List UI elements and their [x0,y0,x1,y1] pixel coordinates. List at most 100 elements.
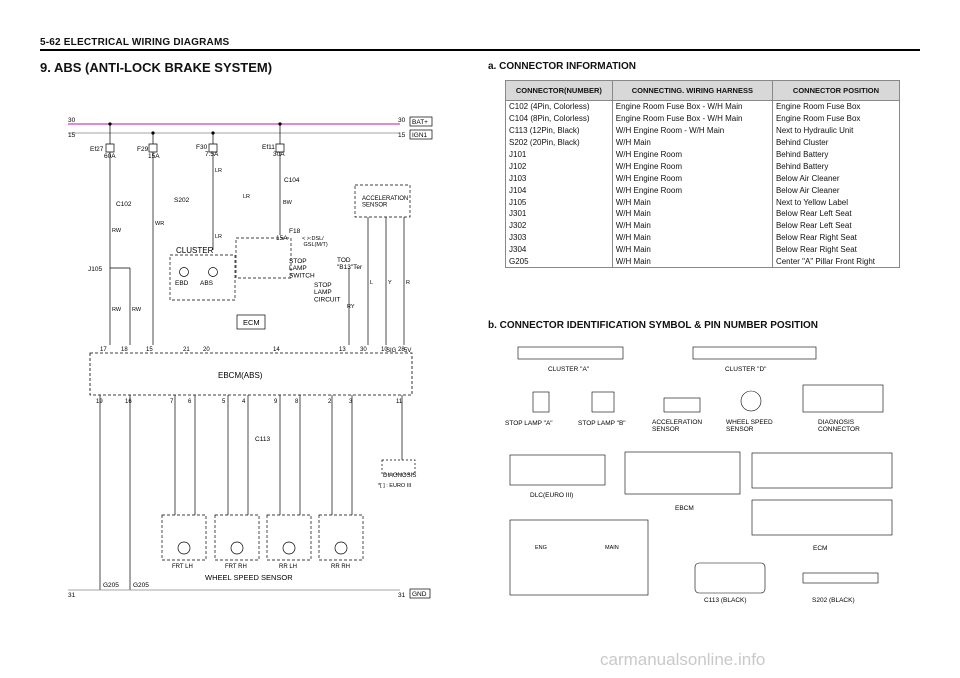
table-cell: W/H Engine Room [611,172,773,185]
svg-text:10: 10 [381,347,388,353]
table-cell: W/H Engine Room - W/H Main [611,124,773,137]
f18-label: F18 [289,228,301,235]
svg-text:30: 30 [360,347,367,353]
fuse-f29-label: F29 [137,146,149,153]
ecm-label: ECM [243,318,260,327]
table-cell: Behind Battery [771,160,901,173]
table-cell: W/H Main [611,243,773,256]
s202-conn-label: S202 (BLACK) [812,597,855,604]
wheel-speed-sensor-label: WHEEL SPEED SENSOR [205,573,293,582]
c104-label: C104 [284,177,300,184]
ebcm-box-label: EBCM(ABS) [218,371,263,380]
svg-text:LR: LR [243,194,250,200]
connector-info-title: a. CONNECTOR INFORMATION [488,61,636,72]
frt-lh-label: FRT LH [172,564,193,570]
table-cell: Behind Battery [771,148,901,161]
stop-lamp-b-conn-label: STOP LAMP "B" [578,420,626,427]
dlc-conn-label: DLC(EURO III) [530,492,573,499]
rail-15-label: 15 [68,132,76,139]
svg-text:RW: RW [132,307,142,313]
bat-label: BAT+ [412,119,428,126]
page-header: 5-62 ELECTRICAL WIRING DIAGRAMS [40,37,230,48]
svg-text:28: 28 [398,347,405,353]
svg-text:LR: LR [215,234,222,240]
svg-text:RY: RY [347,304,355,310]
table-row: C113 (12Pin, Black)W/H Engine Room - W/H… [505,124,901,137]
table-cell: Behind Cluster [771,136,901,149]
cluster-a-conn-label: CLUSTER "A" [548,366,590,373]
table-cell: Engine Room Fuse Box - W/H Main [611,100,773,113]
header-rule [40,49,920,51]
svg-text:BW: BW [283,200,293,206]
table-cell: Below Rear Right Seat [771,231,901,244]
svg-text:21: 21 [183,347,190,353]
fuse-ef27-amp: 60A [104,153,116,160]
5v-label: 5V [404,348,411,354]
table-cell: W/H Main [611,219,773,232]
sig-label: SIG [386,348,397,354]
f18-amp: 15A [276,235,288,242]
frt-rh-label: FRT RH [225,564,247,570]
c113-conn-label: C113 (BLACK) [704,597,747,604]
svg-text:2: 2 [328,399,332,405]
ebd-label: EBD [175,280,189,287]
svg-text:5: 5 [222,399,226,405]
svg-text:13: 13 [339,347,346,353]
table-cell: W/H Main [611,231,773,244]
cluster-label: CLUSTER [176,246,214,255]
rr-rh-label: RR RH [331,564,350,570]
ebcm-conn-label: EBCM [675,505,694,512]
svg-text:15: 15 [146,347,153,353]
svg-text:RW: RW [112,307,122,313]
connector-info-table: CONNECTOR(NUMBER)CONNECTING. WIRING HARN… [505,80,901,269]
fuse-f30-amp: 7.5A [205,151,219,158]
table-row: C104 (8Pin, Colorless)Engine Room Fuse B… [505,112,901,125]
svg-text:3: 3 [349,399,353,405]
s202-label: S202 [174,197,190,204]
table-header-2: CONNECTOR POSITION [771,80,901,101]
table-cell: W/H Engine Room [611,148,773,161]
svg-text:16: 16 [125,399,132,405]
fuse-ef11-amp: 30A [273,151,285,158]
j105-label: J105 [88,266,102,273]
fuse-f29-amp: 15A [148,153,160,160]
table-cell: Below Rear Left Seat [771,219,901,232]
diagnosis-label: DIAGNOSIS [383,473,416,479]
svg-text:7: 7 [170,399,174,405]
svg-text:20: 20 [203,347,210,353]
svg-text:6: 6 [188,399,192,405]
euro-note: *[ ] : EURO III [378,483,412,489]
table-cell: Below Air Cleaner [771,184,901,197]
table-cell: W/H Main [611,136,773,149]
ecm-conn-label: ECM [813,545,827,552]
main-block-label: MAIN [605,545,619,551]
svg-text:RW: RW [112,228,122,234]
section-title: 9. ABS (ANTI-LOCK BRAKE SYSTEM) [40,60,273,75]
table-cell: Next to Yellow Label [771,196,901,209]
svg-text:Y: Y [388,280,392,286]
rail-31-label: 31 [68,592,76,599]
rail-31-label-r: 31 [398,592,406,599]
table-cell: W/H Engine Room [611,160,773,173]
eng-block-label: ENG [535,545,547,551]
svg-text:R: R [406,280,410,286]
abs-label: ABS [200,280,214,287]
svg-text:11: 11 [396,399,403,405]
g205-label-2: G205 [133,582,149,589]
fuse-ef11-label: Ef11 [262,144,275,151]
